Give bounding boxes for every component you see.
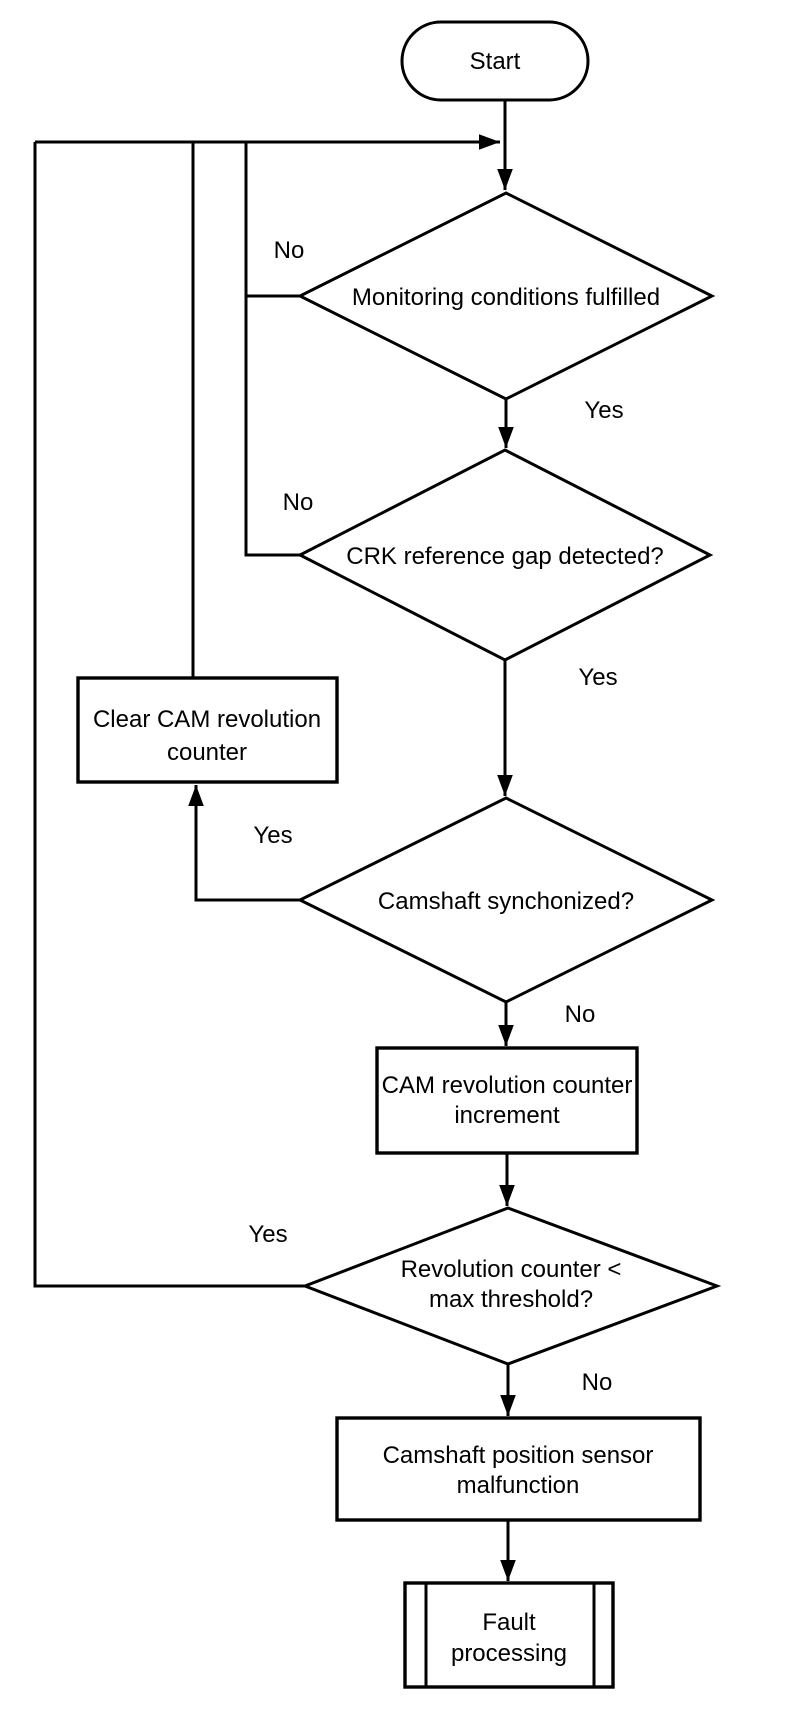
node-start: Start xyxy=(400,20,590,102)
sync-decision-shape xyxy=(296,796,716,1004)
label-sync-no: No xyxy=(565,1001,596,1028)
increment-label-line1: CAM revolution counter xyxy=(382,1072,633,1099)
clear-cam-label-line2: counter xyxy=(167,739,247,766)
label-sync-yes: Yes xyxy=(253,822,292,849)
fault-predefined-shape xyxy=(403,1581,615,1689)
edge-revolution-yes-loop xyxy=(33,142,305,1288)
node-fault-processing: Fault processing xyxy=(403,1581,615,1689)
node-clear-cam-counter: Clear CAM revolution counter xyxy=(76,676,339,784)
label-revolution-yes: Yes xyxy=(248,1221,287,1248)
edge-labels: No Yes No Yes Yes No Yes No xyxy=(248,237,623,1396)
clear-cam-label-line1: Clear CAM revolution xyxy=(93,706,321,733)
malfunction-label-line1: Camshaft position sensor xyxy=(383,1442,654,1469)
monitoring-decision-shape xyxy=(296,191,716,401)
start-label: Start xyxy=(470,48,521,75)
increment-label-line2: increment xyxy=(454,1102,560,1129)
revolution-decision-shape xyxy=(300,1206,722,1366)
label-monitoring-no: No xyxy=(274,237,305,264)
monitoring-label: Monitoring conditions fulfilled xyxy=(352,284,660,311)
crk-decision-shape xyxy=(296,448,714,662)
edge-crk-no-return xyxy=(244,142,300,557)
node-crk-reference-gap: CRK reference gap detected? xyxy=(296,448,714,662)
fault-label-line2: processing xyxy=(451,1640,567,1667)
node-cam-counter-increment: CAM revolution counter increment xyxy=(375,1046,639,1155)
label-crk-yes: Yes xyxy=(578,664,617,691)
node-camshaft-synchronized: Camshaft synchonized? xyxy=(296,796,716,1004)
malfunction-label-line2: malfunction xyxy=(457,1472,580,1499)
edge-sync-yes xyxy=(188,785,300,902)
label-crk-no: No xyxy=(283,489,314,516)
clear-cam-process-shape xyxy=(76,676,339,784)
revolution-label-line2: max threshold? xyxy=(429,1286,593,1313)
start-terminator-shape xyxy=(400,20,590,102)
label-monitoring-yes: Yes xyxy=(584,397,623,424)
fault-label-line1: Fault xyxy=(482,1609,536,1636)
sync-label: Camshaft synchonized? xyxy=(378,888,634,915)
edges xyxy=(33,100,516,1581)
increment-process-shape xyxy=(375,1046,639,1155)
crk-label: CRK reference gap detected? xyxy=(346,543,664,570)
node-sensor-malfunction: Camshaft position sensor malfunction xyxy=(335,1416,702,1522)
revolution-label-line1: Revolution counter < xyxy=(401,1256,622,1283)
label-revolution-no: No xyxy=(582,1369,613,1396)
malfunction-process-shape xyxy=(335,1416,702,1522)
node-monitoring-conditions: Monitoring conditions fulfilled xyxy=(296,191,716,401)
node-revolution-counter-check: Revolution counter < max threshold? xyxy=(300,1206,722,1366)
